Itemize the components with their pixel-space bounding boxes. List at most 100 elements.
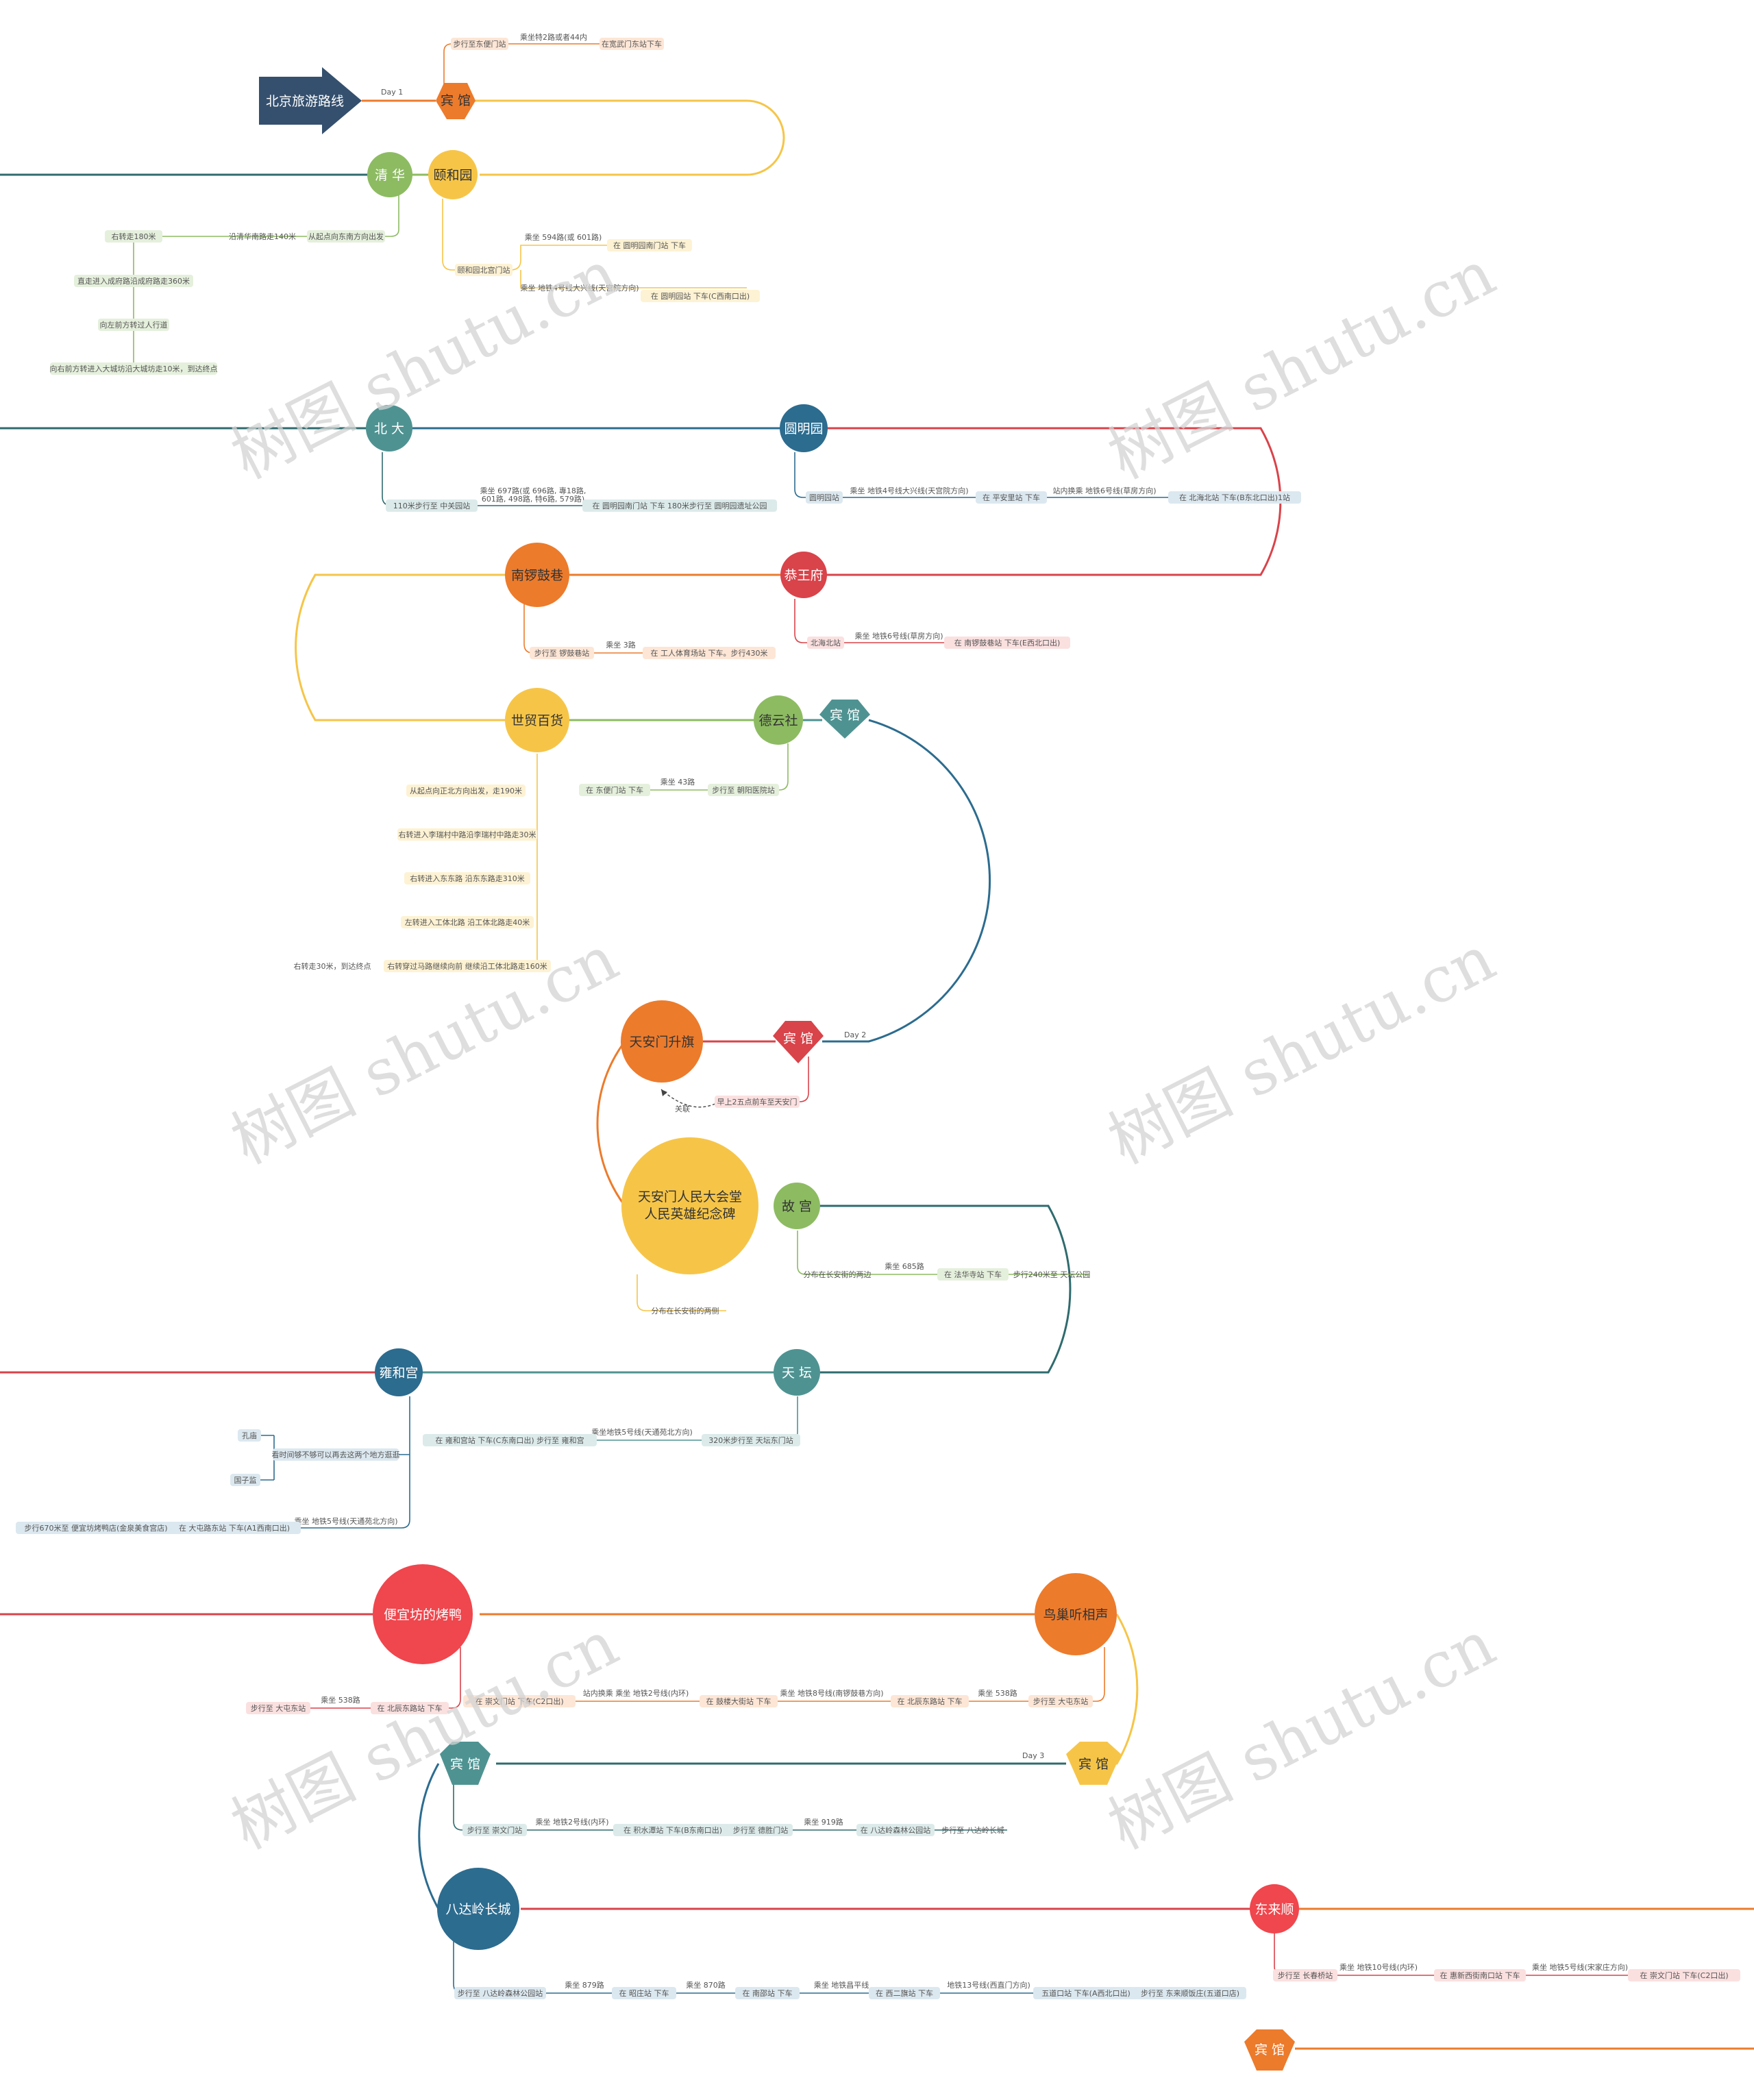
chip-nc6: 站内换乘 乘坐 地铁2号线(内环) (583, 1688, 689, 1698)
chip-dl2: 乘坐 地铁10号线(内环) (1339, 1962, 1418, 1972)
chip-q3: 右转走180米 (105, 230, 162, 243)
watermark: 树图 shutu.cn (220, 236, 629, 493)
chip-text: 步行至 朝阳医院站 (712, 785, 775, 795)
chip-nc7: 在 崇文门站 下车(C2口出) (463, 1695, 576, 1707)
node-hotel-day2a[interactable]: 宾 馆 (819, 700, 870, 739)
chip-text: 站内换乘 乘坐 地铁2号线(内环) (583, 1688, 689, 1698)
node-renmin[interactable]: 天安门人民大会堂 人民英雄纪念碑 (621, 1137, 758, 1274)
chip-text: 在 积水潭站 下车(B东南口出) (623, 1825, 722, 1835)
chip-b2b: 601路, 498路, 特6路, 579路) (482, 494, 584, 504)
node-beida[interactable]: 北 大 (366, 405, 412, 452)
chip-text: 步行至 东来顺饭庄(五道口店) (1141, 1988, 1239, 1998)
chip-text: 乘坐 879路 (565, 1981, 604, 1990)
chip-text: 在 北辰东路站 下车 (378, 1703, 443, 1713)
chip-text: 北海北站 (811, 638, 841, 647)
chip-text: 乘坐 919路 (804, 1818, 843, 1827)
chip-text: 乘坐 地铁2号线(内环) (535, 1817, 608, 1827)
chip-text: 在 圆明园南门站 下车 180米步行至 圆明园遗址公园 (593, 501, 767, 510)
watermark: 树图 shutu.cn (1097, 236, 1506, 493)
chip-text: 601路, 498路, 特6路, 579路) (482, 494, 584, 504)
chip-dl1: 步行至 长春桥站 (1273, 1969, 1337, 1981)
chip-d1: 步行至 朝阳医院站 (708, 784, 779, 796)
chip-text: 乘坐特2路或者44内 (520, 32, 587, 42)
chip-gg1: 分布在长安街的两边 (804, 1270, 872, 1279)
node-badaling[interactable]: 八达岭长城 (437, 1868, 519, 1950)
chip-y4: 乘坐 地铁4号线大兴线(天宫院方向) (520, 283, 639, 293)
chip-text: 五道口站 下车(A西北口出) (1041, 1988, 1131, 1998)
chip-nc4: 乘坐 地铁8号线(南锣鼓巷方向) (780, 1688, 883, 1698)
node-gugong[interactable]: 故 宫 (774, 1183, 820, 1229)
chip-ym1: 圆明园站 (806, 491, 843, 504)
node-donglaishun[interactable]: 东来顺 (1250, 1884, 1299, 1934)
chip-y3: 在 圆明园南门站 下车 (607, 239, 692, 251)
chip-text: 乘坐 43路 (660, 778, 695, 787)
chip-gg2: 乘坐 685路 (885, 1262, 924, 1271)
chip-bd5: 在 南邵站 下车 (735, 1987, 800, 1999)
node-hotel-day2b[interactable]: 宾 馆 (773, 1021, 824, 1063)
node-renmin-label1: 天安门人民大会堂 (638, 1189, 742, 1205)
chip-h1b: 乘坐特2路或者44内 (520, 32, 587, 42)
node-yiheyuan[interactable]: 颐和园 (428, 150, 478, 199)
chip-text: 颐和园北宫门站 (458, 265, 510, 275)
node-yuanmingyuan[interactable]: 圆明园 (780, 404, 828, 452)
chip-text: 在 南锣鼓巷站 下车(E西北口出) (954, 638, 1061, 647)
chip-yh5: 在 大屯路东站 下车(A1西南口出) (168, 1522, 301, 1534)
chip-text: 关联 (675, 1104, 690, 1113)
chip-text: 在 大屯路东站 下车(A1西南口出) (179, 1523, 290, 1533)
node-beida-label: 北 大 (374, 421, 404, 436)
chip-text: 在 工人体育场站 下车。步行430米 (651, 648, 768, 658)
chip-q5: 向左前方转过人行道 (98, 319, 169, 331)
chip-text: 在 法华寺站 下车 (944, 1270, 1002, 1279)
chip-h3a: 步行至 崇文门站 (462, 1824, 527, 1836)
node-hotel-day3b[interactable]: 宾 馆 (440, 1742, 491, 1785)
chip-text: 乘坐 地铁昌平线 (814, 1980, 869, 1990)
branch-lines (27, 43, 1727, 1994)
chip-bd10: 步行至 东来顺饭庄(五道口店) (1134, 1987, 1246, 1999)
node-tiananmen[interactable]: 天安门升旗 (621, 1000, 703, 1083)
chip-q2: 沿清华南路走140米 (229, 232, 296, 241)
chip-text: 在 鼓楼大街站 下车 (706, 1696, 771, 1706)
chip-tt3: 在 雍和宫站 下车(C东南口出) 步行至 雍和宫 (423, 1434, 597, 1446)
node-qinghua[interactable]: 清 华 (367, 152, 412, 197)
chip-text: 步行至 德胜门站 (733, 1825, 789, 1835)
node-tiananmen-label: 天安门升旗 (629, 1035, 694, 1050)
node-hotel-day1[interactable]: 宾 馆 (436, 83, 475, 119)
chip-y5: 在 圆明园站 下车(C西南口出) (641, 290, 760, 302)
chip-h3b: 乘坐 地铁2号线(内环) (535, 1817, 608, 1827)
chip-text: 在 崇文门站 下车(C2口出) (1640, 1971, 1728, 1980)
chip-yh4: 乘坐 地铁5号线(天通苑北方向) (294, 1516, 397, 1526)
chip-bd7: 在 西二旗站 下车 (869, 1987, 940, 1999)
node-nanluoguxiang[interactable]: 南锣鼓巷 (505, 543, 569, 607)
chip-text: 分布在长安街的两边 (804, 1270, 872, 1279)
node-niaochao[interactable]: 鸟巢听相声 (1035, 1573, 1117, 1655)
node-deyunshe[interactable]: 德云社 (754, 695, 803, 745)
node-hotel-day3a[interactable]: 宾 馆 (1066, 1742, 1121, 1785)
chip-yh1: 看时间够不够可以再去这两个地方逛逛 (272, 1448, 400, 1461)
chip-text: 早上2五点前车至天安门 (717, 1097, 798, 1107)
node-gugong-label: 故 宫 (782, 1199, 812, 1214)
node-hotel-end[interactable]: 宾 馆 (1244, 2029, 1295, 2071)
chip-n1: 步行至 锣鼓巷站 (530, 647, 594, 659)
chip-q6: 向右前方转进入大城坊沿大城坊走10米，到达终点 (50, 362, 218, 375)
chip-s4: 左转进入工体北路 沿工体北路走40米 (401, 916, 534, 928)
chip-h3f: 在 八达岭森林公园站 (856, 1824, 935, 1836)
node-yonghegong[interactable]: 雍和宫 (375, 1348, 423, 1396)
node-qinghua-label: 清 华 (375, 168, 405, 183)
node-shimao[interactable]: 世贸百货 (505, 688, 569, 752)
chip-b2a: 乘坐 697路(或 696路, 專18路, (480, 486, 586, 495)
chip-text: 步行至 大屯东站 (1033, 1696, 1089, 1706)
chip-text: 步行至 大屯东站 (251, 1703, 306, 1713)
node-yonghegong-label: 雍和宫 (379, 1366, 418, 1381)
chip-h3g: 步行至 八达岭长城 (941, 1825, 1004, 1835)
node-deyunshe-label: 德云社 (758, 713, 798, 728)
node-hotel-day1-label: 宾 馆 (441, 93, 471, 108)
chip-h3c: 在 积水潭站 下车(B东南口出) (613, 1824, 732, 1836)
chip-text: 在 北辰东路站 下车 (898, 1696, 963, 1706)
chip-ym2: 乘坐 地铁4号线大兴线(天宫院方向) (850, 486, 968, 495)
chip-text: 乘坐 538路 (321, 1696, 360, 1705)
node-tiantan[interactable]: 天 坛 (774, 1349, 820, 1396)
node-gongwangfu[interactable]: 恭王府 (780, 552, 827, 598)
node-bianyifang[interactable]: 便宜坊的烤鸭 (373, 1564, 473, 1664)
chip-s5: 右转穿过马路继续向前 继续沿工体北路走160米 (384, 960, 551, 972)
chip-text: 沿清华南路走140米 (229, 232, 296, 241)
